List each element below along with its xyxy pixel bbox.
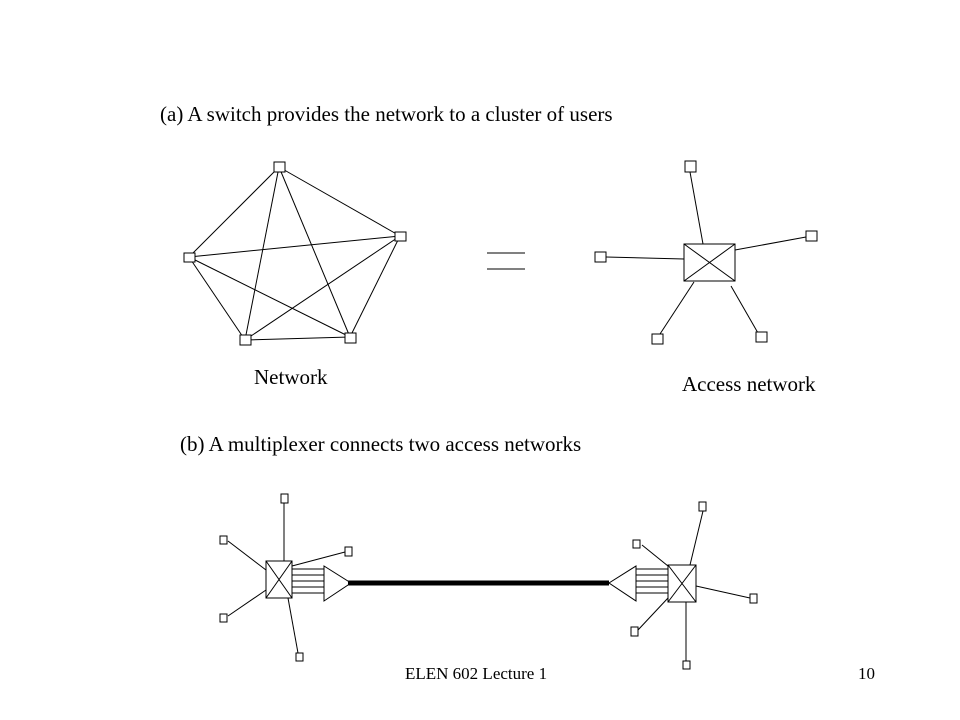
network-label: Network xyxy=(254,365,328,389)
mesh-node xyxy=(345,333,356,343)
multiplexer-icon xyxy=(609,566,636,601)
mesh-network xyxy=(184,162,406,345)
access-network-label: Access network xyxy=(682,372,816,396)
access-link xyxy=(690,172,703,244)
access-link xyxy=(606,257,684,259)
right-access-network xyxy=(609,502,757,669)
caption-part-b: (b) A multiplexer connects two access ne… xyxy=(180,432,582,456)
mesh-link xyxy=(189,236,400,257)
mesh-link xyxy=(245,236,400,340)
caption-part-a: (a) A switch provides the network to a c… xyxy=(160,102,613,126)
user-node xyxy=(756,332,767,342)
mesh-link xyxy=(189,257,350,337)
user-node xyxy=(595,252,606,262)
user-node xyxy=(345,547,352,556)
user-node xyxy=(220,614,227,622)
mesh-link xyxy=(245,337,350,340)
user-node xyxy=(683,661,690,669)
access-network xyxy=(595,161,817,344)
user-node xyxy=(699,502,706,511)
user-node xyxy=(685,161,696,172)
access-link xyxy=(660,282,694,334)
user-node xyxy=(633,540,640,548)
mesh-link xyxy=(350,236,400,337)
user-node xyxy=(296,653,303,661)
left-access-network xyxy=(220,494,352,661)
equals-sign xyxy=(487,253,525,269)
user-node xyxy=(220,536,227,544)
user-node xyxy=(281,494,288,503)
footer-title: ELEN 602 Lecture 1 xyxy=(405,664,548,683)
mesh-link xyxy=(245,167,279,340)
user-node xyxy=(806,231,817,241)
multiplexer-icon xyxy=(324,566,351,601)
user-node xyxy=(750,594,757,603)
page-number: 10 xyxy=(858,664,875,683)
mesh-node xyxy=(274,162,285,172)
mesh-link xyxy=(279,167,350,337)
access-link xyxy=(731,286,758,333)
mesh-link xyxy=(189,167,279,257)
mesh-link xyxy=(279,167,400,236)
user-node xyxy=(631,627,638,636)
mesh-link xyxy=(189,257,245,340)
access-link xyxy=(735,237,806,250)
mesh-node xyxy=(184,253,195,262)
mesh-node xyxy=(395,232,406,241)
mesh-node xyxy=(240,335,251,345)
user-node xyxy=(652,334,663,344)
